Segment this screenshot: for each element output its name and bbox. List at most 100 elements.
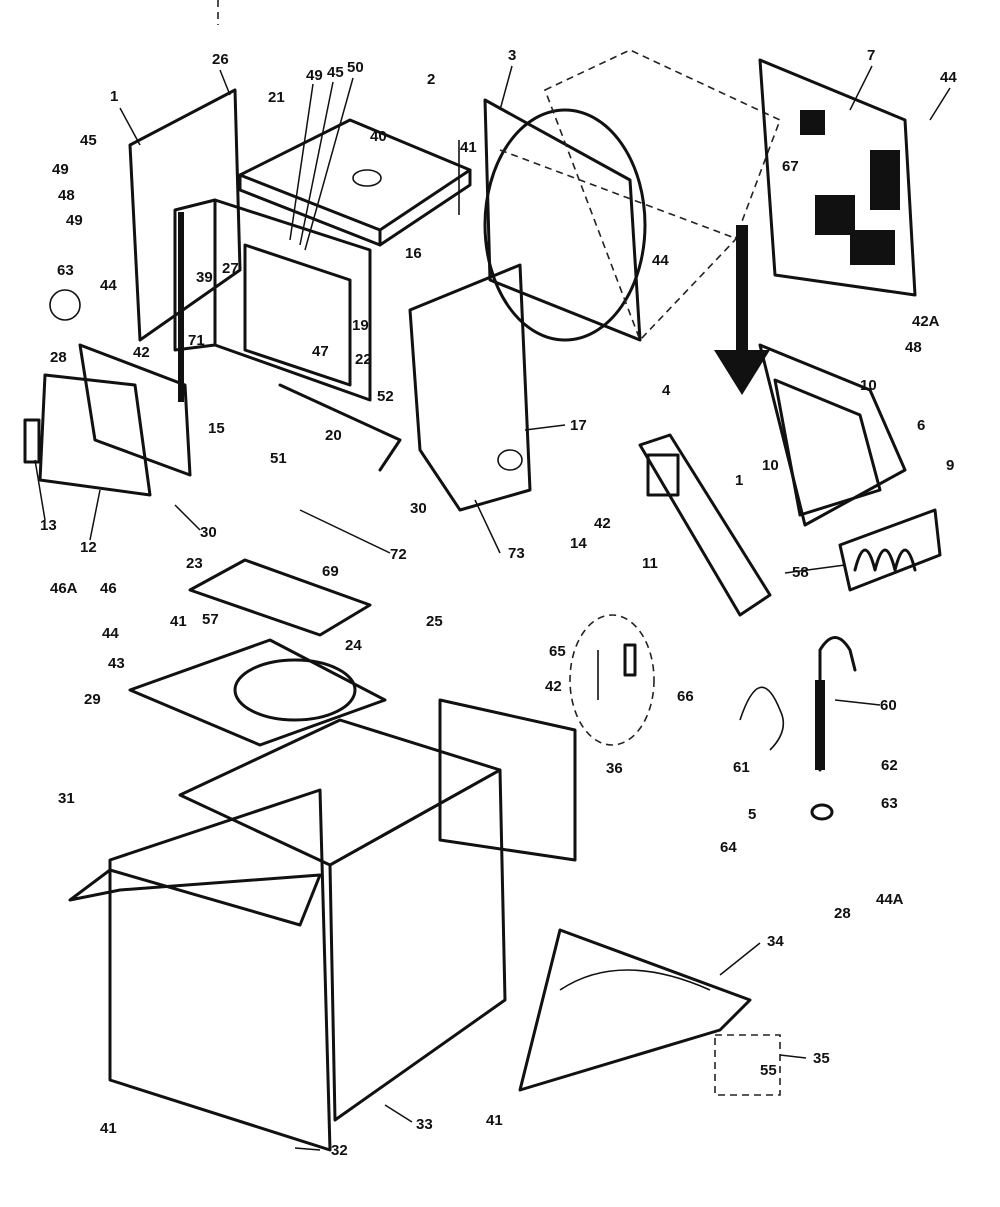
callout-1b: 1 [735,472,743,489]
callout-34: 34 [767,933,784,950]
callout-16: 16 [405,245,422,262]
callout-42b: 42 [594,515,611,532]
callout-51: 51 [270,450,287,467]
callout-42c: 42 [545,678,562,695]
side-panel [408,263,532,512]
callout-28: 28 [50,349,67,366]
callout-4: 4 [662,382,671,399]
callout-44b: 44 [652,252,669,269]
callout-42: 42 [133,344,150,361]
callout-49c: 49 [66,212,83,229]
cabinet [68,698,577,1152]
callout-11: 11 [642,555,658,572]
back-panel [758,58,917,297]
callout-46A: 46A [50,580,78,597]
callout-65: 65 [549,643,566,660]
base-pan [518,928,781,1096]
callout-41b: 41 [170,613,187,630]
callout-13: 13 [40,517,57,534]
callout-14: 14 [570,535,587,552]
callout-36: 36 [606,760,623,777]
callout-10: 10 [860,377,877,394]
callout-62: 62 [881,757,898,774]
callout-49b: 49 [52,161,69,178]
callout-40: 40 [370,128,387,145]
callout-20: 20 [325,427,342,444]
callout-3: 3 [508,47,516,64]
callout-28b: 28 [834,905,851,922]
callout-41: 41 [460,139,477,156]
callout-7: 7 [867,47,875,64]
callout-44A: 44A [876,891,904,908]
callout-29: 29 [84,691,101,708]
heating-element [838,508,942,592]
callout-42A: 42A [912,313,940,330]
door-panel [23,289,192,497]
callout-44c: 44 [100,277,117,294]
callout-5: 5 [748,806,756,823]
callout-2: 2 [427,71,435,88]
callout-41c: 41 [100,1120,117,1137]
callout-6: 6 [917,417,925,434]
callout-10b: 10 [762,457,779,474]
callout-44d: 44 [102,625,119,642]
callout-58: 58 [792,564,809,581]
callout-60: 60 [880,697,897,714]
top-cover-assembly [238,118,472,247]
callout-50: 50 [347,59,364,76]
callout-25: 25 [426,613,443,630]
base-plate [128,638,387,747]
leader-lines [34,65,951,1151]
callout-44: 44 [940,69,957,86]
detail-circle [569,614,655,746]
callout-71: 71 [188,332,205,349]
callout-47: 47 [312,343,329,360]
callout-21: 21 [268,89,285,106]
callout-41d: 41 [486,1112,503,1129]
drum-assembly [483,49,782,342]
callout-43: 43 [108,655,125,672]
heater-box [758,343,907,527]
cover-plate [188,558,372,637]
callout-46: 46 [100,580,117,597]
callout-55: 55 [760,1062,777,1079]
callout-12: 12 [80,539,97,556]
callout-30: 30 [200,524,217,541]
callout-63: 63 [57,262,74,279]
callout-39: 39 [196,269,213,286]
callout-32: 32 [331,1142,348,1159]
callout-35: 35 [813,1050,830,1067]
callout-45b: 45 [80,132,97,149]
callout-26: 26 [212,51,229,68]
callout-48b: 48 [905,339,922,356]
hose [739,636,857,821]
callout-64: 64 [720,839,737,856]
callout-19: 19 [352,317,369,334]
callout-31: 31 [58,790,75,807]
callout-52: 52 [377,388,394,405]
callout-1: 1 [110,88,118,105]
duct [638,433,772,617]
front-panel [128,88,402,472]
callout-45: 45 [327,64,344,81]
callout-labels: 1 26 21 49 45 50 2 3 7 44 45 49 48 49 40… [40,47,957,1159]
callout-73: 73 [508,545,525,562]
callout-63b: 63 [881,795,898,812]
callout-33: 33 [416,1116,433,1133]
callout-23: 23 [186,555,203,572]
callout-49: 49 [306,67,323,84]
direction-arrow [714,225,770,395]
callout-30b: 30 [410,500,427,517]
callout-61: 61 [733,759,750,776]
callout-67: 67 [782,158,799,175]
callout-22: 22 [355,351,372,368]
callout-57: 57 [202,611,219,628]
callout-9: 9 [946,457,954,474]
callout-66: 66 [677,688,694,705]
callout-15: 15 [208,420,225,437]
callout-17: 17 [570,417,587,434]
callout-48: 48 [58,187,75,204]
callout-69: 69 [322,563,339,580]
callout-72: 72 [390,546,407,563]
